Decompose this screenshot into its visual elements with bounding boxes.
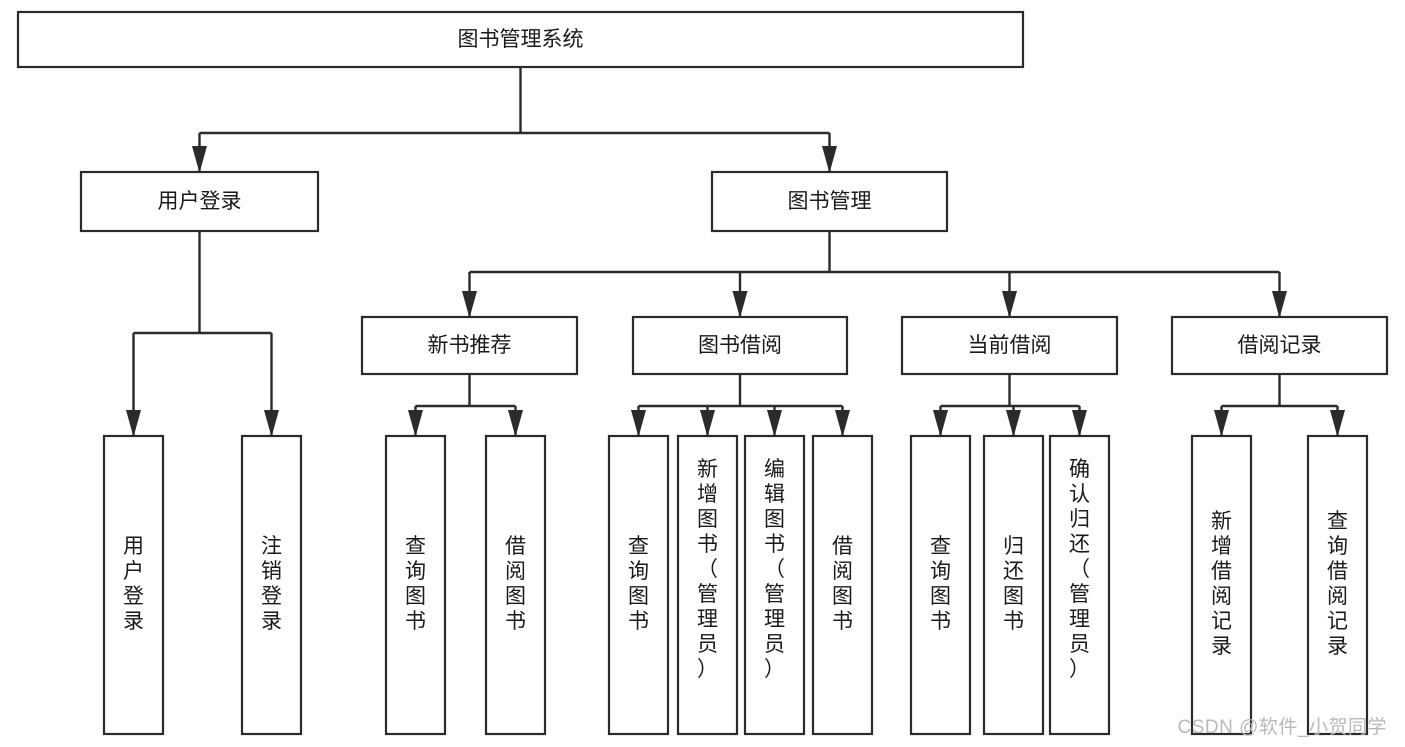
node-label: 确认归还（管理员） [1069, 458, 1090, 681]
node-label: 查询图书 [930, 535, 951, 633]
node-label: 用户登录 [158, 190, 242, 213]
node-current-borrow[interactable]: 当前借阅 [900, 315, 1119, 376]
node-box [102, 434, 165, 736]
node-label: 新增借阅记录 [1211, 510, 1232, 658]
node-box [607, 434, 670, 736]
node-label: 查询图书 [628, 535, 649, 633]
node-book-borrow[interactable]: 图书借阅 [631, 315, 849, 376]
node-leaf-query-book-current[interactable]: 查询图书 [909, 434, 972, 736]
node-label: 用户登录 [123, 535, 144, 633]
node-box [240, 434, 303, 736]
node-leaf-user-login[interactable]: 用户登录 [102, 434, 165, 736]
node-box [1048, 434, 1111, 736]
node-leaf-return-book[interactable]: 归还图书 [982, 434, 1045, 736]
node-box [710, 170, 949, 233]
arrow-head-icon [835, 410, 850, 437]
node-box [982, 434, 1045, 736]
node-leaf-borrow-book[interactable]: 借阅图书 [811, 434, 874, 736]
node-user-login[interactable]: 用户登录 [79, 170, 320, 233]
node-box [484, 434, 547, 736]
node-box [360, 315, 579, 376]
arrow-head-icon [264, 410, 279, 437]
node-leaf-edit-book[interactable]: 编辑图书（管理员） [743, 434, 806, 736]
arrow-head-icon [700, 410, 715, 437]
node-label: 借阅记录 [1238, 334, 1322, 357]
node-box [743, 434, 806, 736]
node-book-manage[interactable]: 图书管理 [710, 170, 949, 233]
node-leaf-borrow-book-rec[interactable]: 借阅图书 [484, 434, 547, 736]
arrow-head-icon [1272, 291, 1287, 318]
arrow-head-icon [1214, 410, 1229, 437]
node-box [1190, 434, 1253, 736]
node-label: 新增图书（管理员） [697, 458, 718, 681]
node-label: 查询图书 [405, 535, 426, 633]
arrow-head-icon [631, 410, 646, 437]
node-borrow-record[interactable]: 借阅记录 [1170, 315, 1389, 376]
arrow-head-icon [462, 291, 477, 318]
node-box [1306, 434, 1369, 736]
node-label: 图书借阅 [698, 334, 782, 357]
arrow-head-icon [933, 410, 948, 437]
node-layer: 图书管理系统用户登录图书管理新书推荐图书借阅当前借阅借阅记录用户登录注销登录查询… [16, 10, 1389, 736]
node-box [79, 170, 320, 233]
node-label: 注销登录 [261, 535, 282, 633]
node-leaf-confirm-return[interactable]: 确认归还（管理员） [1048, 434, 1111, 736]
node-box [900, 315, 1119, 376]
arrow-head-icon [126, 410, 141, 437]
node-box [909, 434, 972, 736]
arrow-head-icon [1072, 410, 1087, 437]
node-label: 图书管理系统 [458, 28, 584, 51]
arrow-head-icon [508, 410, 523, 437]
node-box [384, 434, 447, 736]
node-label: 归还图书 [1003, 535, 1024, 633]
arrow-head-icon [408, 410, 423, 437]
node-label: 新书推荐 [428, 334, 512, 357]
arrow-head-icon [767, 410, 782, 437]
node-box [16, 10, 1025, 69]
node-label: 当前借阅 [968, 334, 1052, 357]
node-label: 编辑图书（管理员） [764, 458, 785, 681]
node-new-book-rec[interactable]: 新书推荐 [360, 315, 579, 376]
node-label: 查询借阅记录 [1327, 510, 1348, 658]
node-box [1170, 315, 1389, 376]
arrow-head-icon [1002, 291, 1017, 318]
node-box [676, 434, 739, 736]
watermark: CSDN @软件_小贺同学 [1177, 717, 1387, 738]
node-leaf-add-book[interactable]: 新增图书（管理员） [676, 434, 739, 736]
node-box [811, 434, 874, 736]
node-box [631, 315, 849, 376]
arrow-head-icon [822, 146, 837, 173]
node-leaf-add-record[interactable]: 新增借阅记录 [1190, 434, 1253, 736]
arrow-head-icon [732, 291, 748, 318]
node-label: 图书管理 [788, 190, 872, 213]
node-leaf-logout[interactable]: 注销登录 [240, 434, 303, 736]
node-label: 借阅图书 [505, 535, 526, 633]
node-root[interactable]: 图书管理系统 [16, 10, 1025, 69]
arrow-head-icon [1006, 410, 1021, 437]
node-leaf-query-book-rec[interactable]: 查询图书 [384, 434, 447, 736]
node-leaf-query-record[interactable]: 查询借阅记录 [1306, 434, 1369, 736]
node-leaf-query-book-borrow[interactable]: 查询图书 [607, 434, 670, 736]
edge-layer [126, 67, 1345, 437]
arrow-head-icon [1330, 410, 1345, 437]
arrow-head-icon [192, 146, 207, 173]
node-label: 借阅图书 [832, 535, 853, 633]
